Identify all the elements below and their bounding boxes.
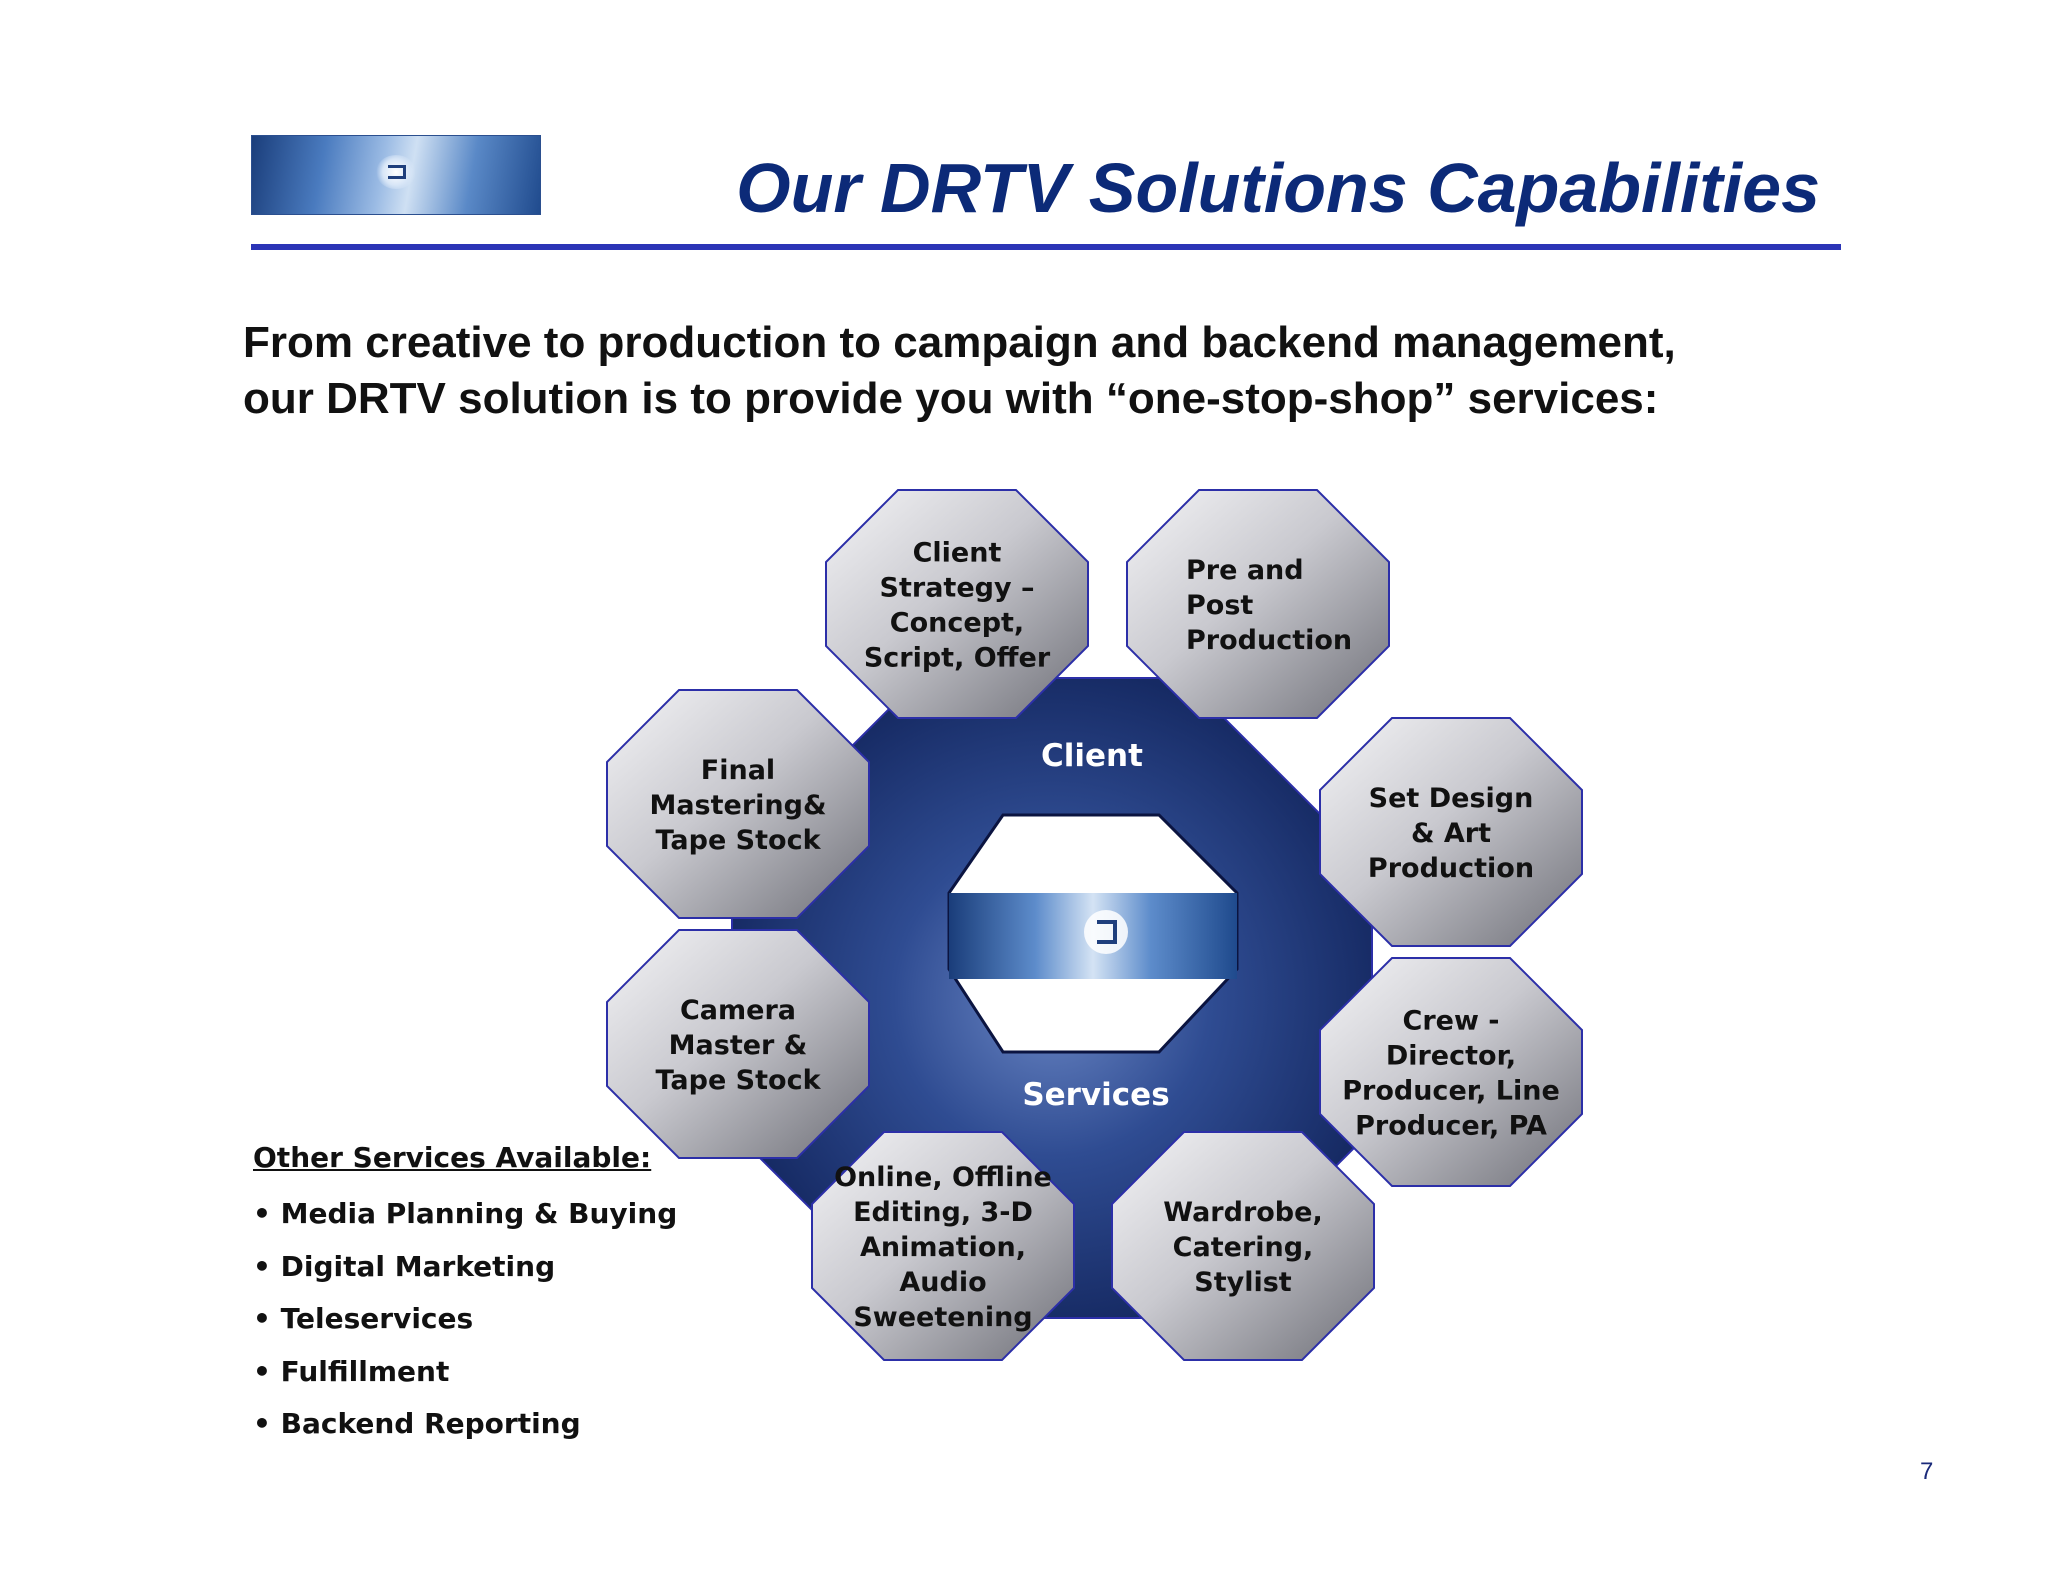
node-shape: [1126, 489, 1390, 719]
center-logo: [949, 893, 1237, 979]
node-shape: [1319, 957, 1583, 1187]
node-label-line: Pre and: [1186, 555, 1304, 586]
list-item: • Backend Reporting: [253, 1407, 581, 1440]
other-services: Other Services Available: • Media Planni…: [253, 1138, 773, 1451]
node-label-line: Catering,: [1173, 1232, 1314, 1263]
center-label-services: Services: [1022, 1077, 1169, 1113]
node-label-line: Post: [1186, 590, 1253, 621]
node-label-line: Audio: [899, 1267, 986, 1298]
node-label-line: Sweetening: [853, 1302, 1032, 1333]
node-label-line: Tape Stock: [655, 825, 821, 856]
node-label-line: Wardrobe,: [1163, 1197, 1322, 1228]
page-title: Our DRTV Solutions Capabilities: [736, 149, 1820, 227]
node-label-line: Online, Offline: [834, 1162, 1052, 1193]
node-label-line: Master &: [669, 1030, 808, 1061]
intro-line-1: From creative to production to campaign …: [243, 318, 1676, 367]
logo-mark-icon: [376, 155, 416, 189]
node-shape: [1111, 1131, 1375, 1361]
node-label-line: Producer, PA: [1355, 1111, 1547, 1142]
company-logo: [251, 135, 541, 215]
title-divider: [251, 244, 1841, 250]
node-label-line: Concept,: [890, 608, 1024, 639]
node-shape: [825, 489, 1089, 719]
list-item: • Media Planning & Buying: [253, 1197, 678, 1230]
center-label-client: Client: [1041, 738, 1143, 774]
node-shape: [811, 1131, 1075, 1361]
node-label-line: Director,: [1386, 1041, 1516, 1072]
node-label-line: Mastering&: [649, 790, 826, 821]
page-number: 7: [1920, 1458, 1934, 1485]
other-services-list: • Media Planning & Buying • Digital Mark…: [253, 1188, 773, 1451]
node-label-line: & Art: [1411, 818, 1491, 849]
node-label-line: Script, Offer: [864, 643, 1051, 674]
node-label-line: Strategy –: [880, 573, 1035, 604]
node-label-line: Set Design: [1369, 783, 1534, 814]
node-label-line: Production: [1186, 625, 1352, 656]
other-services-heading: Other Services Available:: [253, 1141, 652, 1174]
node-shape: [606, 689, 870, 919]
node-label-line: Animation,: [860, 1232, 1026, 1263]
node-label-line: Producer, Line: [1342, 1076, 1560, 1107]
list-item: • Teleservices: [253, 1302, 474, 1335]
node-label-line: Editing, 3-D: [853, 1197, 1033, 1228]
intro-text: From creative to production to campaign …: [243, 315, 1803, 427]
node-shape: [1319, 717, 1583, 947]
intro-line-2: our DRTV solution is to provide you with…: [243, 374, 1659, 423]
node-label-line: Stylist: [1194, 1267, 1292, 1298]
list-item: • Digital Marketing: [253, 1249, 556, 1283]
node-label-line: Production: [1368, 853, 1534, 884]
list-item: • Fulfillment: [253, 1354, 450, 1388]
node-label-line: Camera: [680, 995, 796, 1026]
node-label-line: Client: [913, 538, 1002, 569]
node-label-line: Tape Stock: [655, 1065, 821, 1096]
node-wardrobe: Wardrobe, Catering, Stylist: [1111, 1131, 1375, 1361]
node-shape: [606, 929, 870, 1159]
node-label-line: Final: [701, 755, 775, 786]
node-label-line: Crew -: [1403, 1006, 1500, 1037]
